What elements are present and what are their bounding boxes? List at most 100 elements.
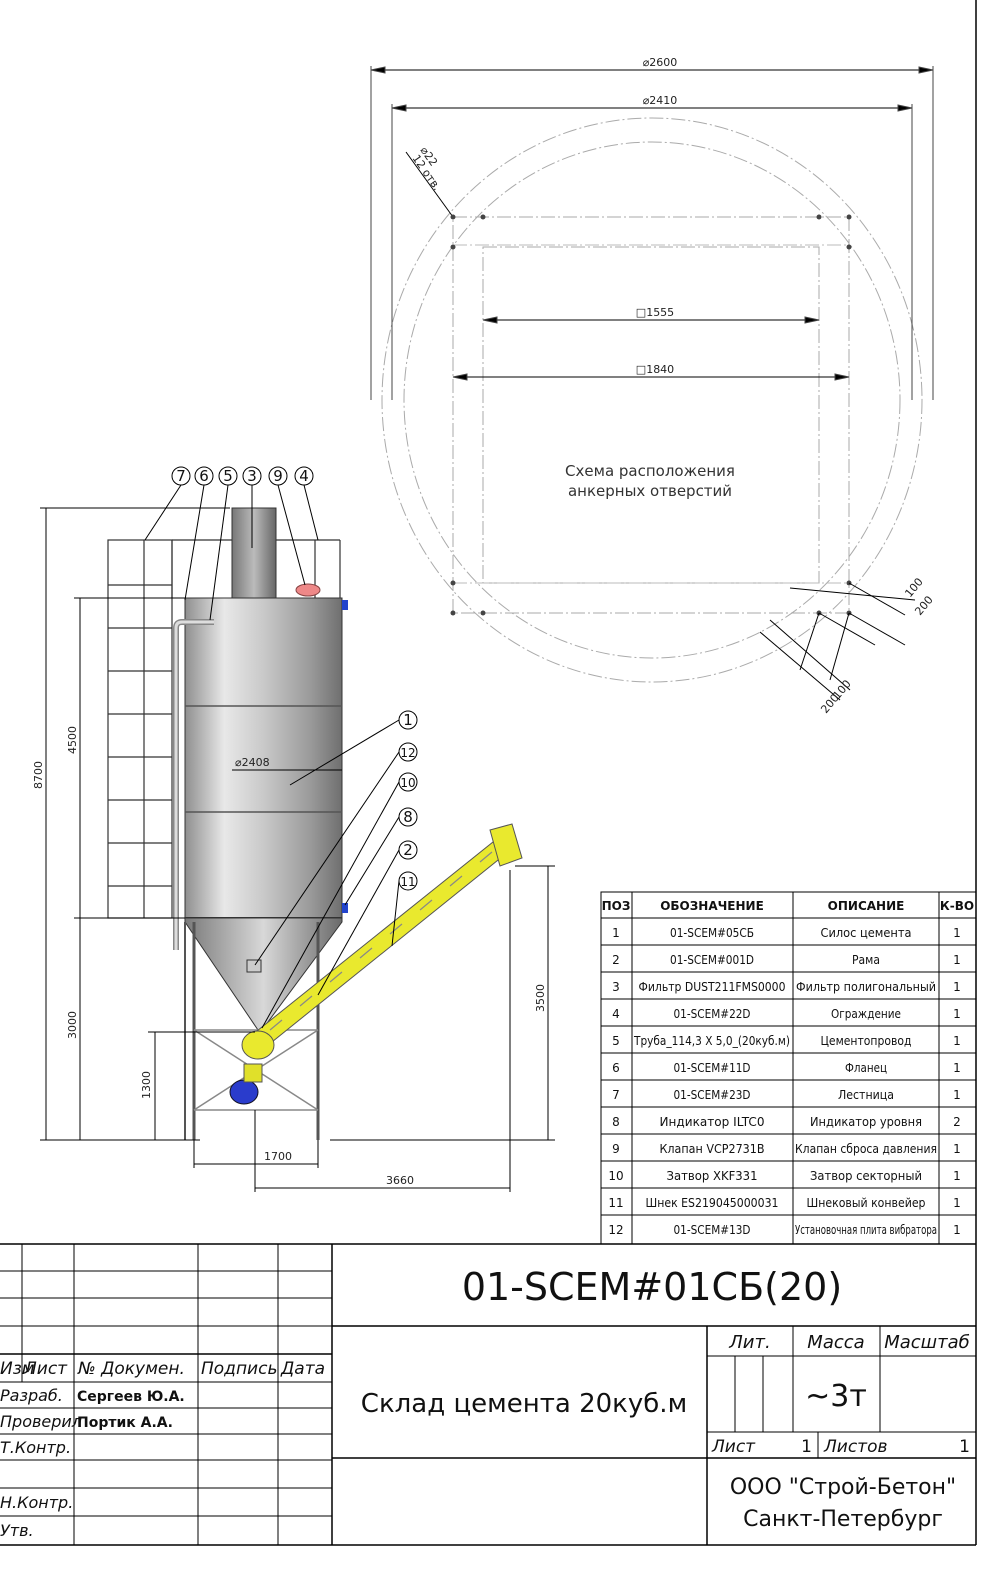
bom-cell-pos: 7 [612,1088,620,1102]
dim-total-height: 8700 [32,761,45,789]
checker-name: Портик А.А. [77,1415,173,1431]
bom-cell-qty: 1 [953,1088,961,1102]
balloon-1: 1 [403,711,413,729]
col-list: Лист [23,1359,68,1379]
balloon-11: 11 [400,875,415,889]
bom-cell-pos: 11 [608,1196,623,1210]
dim-inner-square: □1555 [636,306,674,319]
dim-outer-diameter: ⌀2600 [643,56,678,69]
bom-cell-pos: 2 [612,953,620,967]
drawing-name: Склад цемента 20куб.м [361,1389,687,1419]
sheet-label: Лист [711,1437,756,1457]
dim-leg-height: 3000 [66,1011,79,1039]
bom-cell-pos: 10 [608,1169,623,1183]
drawing-designation: 01-SCEM#01СБ(20) [462,1265,842,1309]
bom-cell-designation: Затвор XKF331 [667,1169,758,1183]
bom-cell-pos: 9 [612,1142,620,1156]
dim-silo-diameter: ⌀2408 [235,756,270,769]
dim-body-height: 4500 [66,726,79,754]
ladder [107,539,173,919]
bom-header-2: ОПИСАНИЕ [828,899,905,913]
balloon-3: 3 [247,467,257,485]
bom-cell-description: Затвор секторный [810,1169,922,1183]
bom-cell-description: Цементопровод [821,1034,912,1048]
dim-screw-height: 3500 [534,984,547,1012]
bom-cell-description: Фильтр полигональный [796,980,936,994]
dim-inner-diameter: ⌀2410 [643,94,678,107]
bom-cell-designation: 01-SCEM#05СБ [670,926,754,940]
bom-cell-designation: 01-SCEM#001D [670,953,754,967]
bom-cell-designation: 01-SCEM#13D [674,1223,751,1237]
sheets-value: 1 [959,1437,970,1457]
bom-cell-description: Клапан сброса давления [795,1142,937,1156]
role-developer: Разраб. [0,1386,63,1405]
sheet-value: 1 [801,1437,812,1457]
bom-cell-pos: 5 [612,1034,620,1048]
dim-base-width: 1700 [264,1150,292,1163]
mass-value: ~3т [805,1379,867,1414]
company-name: ООО "Строй-Бетон" [730,1475,956,1500]
bom-cell-qty: 1 [953,1061,961,1075]
bom-cell-designation: Индикатор ILTC0 [660,1115,765,1129]
balloon-4: 4 [299,467,309,485]
bom-cell-description: Ограждение [831,1007,901,1021]
dim-outer-square: □1840 [636,363,674,376]
sheet-frame [0,0,977,1546]
scale-label: Масштаб [884,1332,970,1353]
balloon-10: 10 [400,776,415,790]
dim-low-height: 1300 [140,1071,153,1099]
plan-caption-line2: анкерных отверстий [568,482,732,500]
role-norm-control: Н.Контр. [0,1493,73,1512]
balloon-6: 6 [199,467,209,485]
bom-cell-description: Индикатор уровня [810,1115,922,1129]
bom-cell-qty: 1 [953,953,961,967]
bom-cell-designation: Фильтр DUST211FMS0000 [639,980,786,994]
bom-cell-pos: 4 [612,1007,620,1021]
company-city: Санкт-Петербург [743,1507,943,1532]
col-document: № Докумен. [77,1359,185,1379]
lit-label: Лит. [728,1332,770,1353]
role-approve: Утв. [0,1521,34,1540]
balloon-5: 5 [223,467,233,485]
bom-cell-qty: 1 [953,1007,961,1021]
bom-cell-description: Силос цемента [821,926,912,940]
bom-header-0: ПОЗ [602,899,631,913]
bom-cell-pos: 12 [608,1223,623,1237]
col-date: Дата [280,1359,325,1379]
bom-cell-description: Фланец [845,1061,887,1075]
bom-cell-designation: Труба_114,3 X 5,0_(20куб.м) [633,1034,790,1048]
bom-cell-designation: 01-SCEM#23D [674,1088,751,1102]
bom-cell-description: Лестница [838,1088,894,1102]
role-checker: Проверил [0,1412,82,1431]
anchor-plan [370,66,934,701]
bom-cell-pos: 8 [612,1115,620,1129]
bom-cell-description: Рама [852,953,880,967]
balloon-2: 2 [403,841,413,859]
dim-reach: 3660 [386,1174,414,1187]
bom-cell-pos: 1 [612,926,620,940]
bom-cell-qty: 1 [953,926,961,940]
plan-caption-line1: Схема расположения [565,462,735,480]
bom-cell-qty: 1 [953,1223,961,1237]
bom-cell-pos: 3 [612,980,620,994]
balloon-9: 9 [273,467,283,485]
bom-cell-qty: 1 [953,1034,961,1048]
bom-cell-designation: 01-SCEM#11D [674,1061,751,1075]
bom-cell-pos: 6 [612,1061,620,1075]
balloon-8: 8 [403,808,413,826]
mass-label: Масса [807,1332,864,1353]
bom-cell-designation: Шнек ES219045000031 [646,1196,779,1210]
developer-name: Сергеев Ю.А. [77,1389,185,1405]
bom-cell-designation: 01-SCEM#22D [674,1007,751,1021]
bom-cell-designation: Клапан VCP2731B [660,1142,765,1156]
bom-header-1: ОБОЗНАЧЕНИЕ [660,899,764,913]
dim-corner-200a: 200 [912,593,935,617]
bom-cell-qty: 1 [953,1196,961,1210]
bom-cell-qty: 2 [953,1115,961,1129]
silo-elevation [40,466,555,1192]
bom-table [600,891,977,1245]
role-tech-control: Т.Контр. [0,1438,71,1457]
bom-cell-qty: 1 [953,1142,961,1156]
bom-cell-qty: 1 [953,1169,961,1183]
bom-cell-qty: 1 [953,980,961,994]
